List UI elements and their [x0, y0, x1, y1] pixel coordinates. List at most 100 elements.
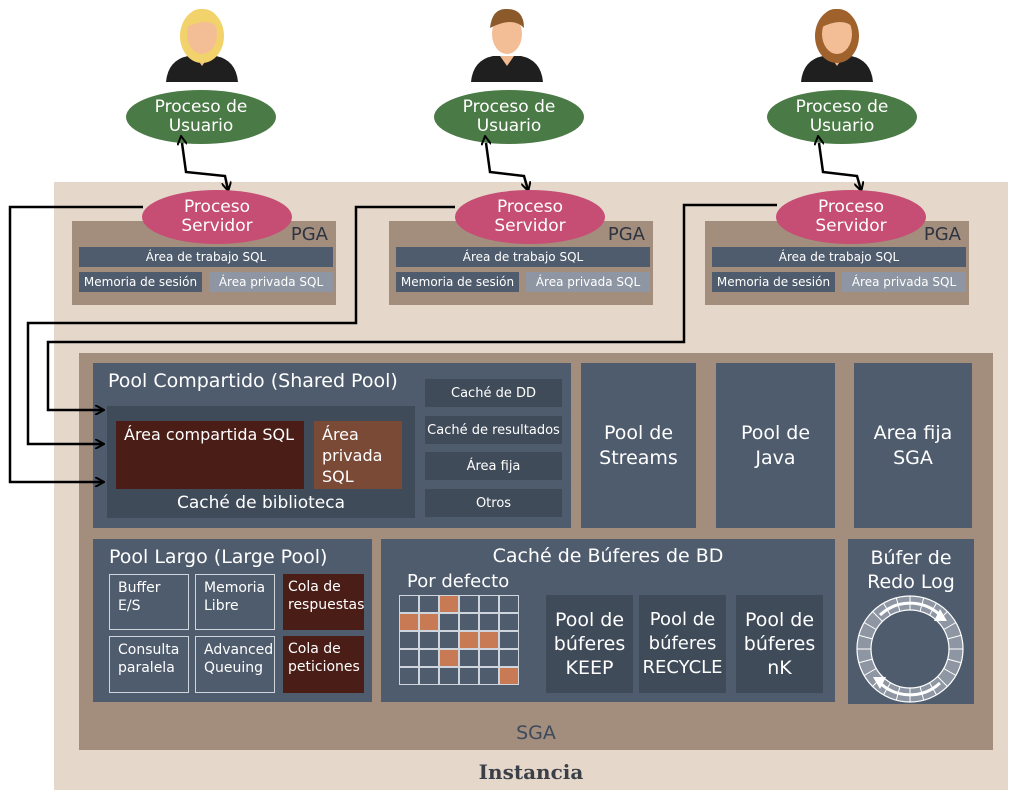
other-items: Otros [425, 489, 562, 517]
redo-log-segment [937, 676, 948, 687]
keep-buffer-pool: Pool de búferes KEEP [546, 595, 633, 693]
buffer-cell [419, 667, 439, 685]
redo-log-segment [947, 658, 962, 664]
redo-log-segment [858, 634, 873, 640]
db-buffer-cache: Caché de Búferes de BD Por defecto Pool … [381, 539, 835, 702]
buffer-cell [499, 649, 519, 667]
response-queue: Cola de respuestas [283, 574, 364, 630]
nk-buffer-pool: Pool de búferes nK [736, 595, 823, 693]
buffer-cell [439, 667, 459, 685]
fixed-area: Área fija [425, 452, 562, 480]
user-hair-top [490, 8, 524, 28]
redo-log-segment [858, 658, 873, 664]
buffer-cell [459, 595, 479, 613]
buffer-cell [419, 613, 439, 631]
avatar [165, 8, 240, 83]
pga-label: PGA [290, 224, 328, 245]
redo-log-title: Búfer de Redo Log [867, 547, 955, 593]
user-process-2: Proceso de Usuario [434, 90, 584, 144]
buffer-cell [499, 613, 519, 631]
buffer-cell [459, 631, 479, 649]
session-memory: Memoria de sesión [79, 272, 202, 292]
server-process-2: Proceso Servidor [455, 190, 605, 244]
buffer-cell [499, 595, 519, 613]
sql-work-area: Área de trabajo SQL [79, 247, 333, 267]
user-face [187, 14, 217, 54]
buffer-cell [419, 631, 439, 649]
redo-log-segment [947, 634, 962, 640]
sql-work-area: Área de trabajo SQL [712, 247, 966, 267]
buffer-cell [399, 649, 419, 667]
user-face [822, 14, 852, 54]
streams-pool: Pool de Streams [581, 363, 696, 528]
buffer-cell [439, 631, 459, 649]
server-process-1: Proceso Servidor [142, 190, 292, 244]
redo-log-segment [863, 622, 877, 630]
buffer-cell [459, 649, 479, 667]
large-pool: Pool Largo (Large Pool) Buffer E/S Memor… [93, 539, 372, 702]
buffer-cell [399, 595, 419, 613]
redo-log-segment [943, 668, 957, 676]
buffer-cell [479, 595, 499, 613]
avatar [800, 8, 875, 83]
fixed-sga: Area fija SGA [854, 363, 972, 528]
user-avatars [0, 0, 1016, 90]
dd-cache: Caché de DD [425, 379, 562, 407]
shared-pool-title: Pool Compartido (Shared Pool) [108, 370, 398, 392]
java-pool: Pool de Java [716, 363, 835, 528]
default-pool-label: Por defecto [407, 571, 510, 592]
buffer-cell [399, 667, 419, 685]
buffer-cell [459, 613, 479, 631]
buffer-cell [399, 631, 419, 649]
user-hair-top [185, 8, 219, 28]
redo-log-segment [863, 668, 877, 676]
private-sql-area-shared: Área privada SQL [314, 421, 402, 489]
server-process-3: Proceso Servidor [776, 190, 926, 244]
library-cache-label: Caché de biblioteca [177, 493, 345, 513]
user-face [492, 14, 522, 54]
buffer-cache-title: Caché de Búferes de BD [492, 545, 724, 567]
library-cache: Área compartida SQL Área privada SQL Cac… [107, 406, 415, 518]
result-cache: Caché de resultados [425, 416, 562, 444]
pga-label: PGA [607, 224, 645, 245]
buffer-cell [479, 613, 499, 631]
redo-log-segment [872, 611, 883, 622]
shared-sql-area: Área compartida SQL [116, 421, 304, 489]
pga-label: PGA [923, 224, 961, 245]
sql-work-area: Área de trabajo SQL [396, 247, 650, 267]
default-buffer-grid [399, 595, 520, 687]
buffer-cell [439, 649, 459, 667]
buffer-cell [479, 649, 499, 667]
session-memory: Memoria de sesión [712, 272, 835, 292]
buffer-cell [479, 667, 499, 685]
user-figures [166, 8, 873, 82]
buffer-cell [439, 595, 459, 613]
buffer-cell [439, 613, 459, 631]
avatar [470, 8, 545, 83]
buffer-cell [419, 649, 439, 667]
advanced-queuing: Advanced Queuing [195, 636, 275, 693]
buffer-cell [499, 631, 519, 649]
buffer-cell [459, 667, 479, 685]
redo-log-segment [943, 622, 957, 630]
shared-pool: Pool Compartido (Shared Pool) Área compa… [93, 363, 571, 528]
parallel-query: Consulta paralela [109, 636, 189, 693]
user-neck [500, 56, 514, 66]
buffer-cell [499, 667, 519, 685]
buffer-cell [399, 613, 419, 631]
private-sql-area: Área privada SQL [526, 272, 650, 292]
recycle-buffer-pool: Pool de búferes RECYCLE [639, 595, 726, 693]
private-sql-area: Área privada SQL [842, 272, 966, 292]
session-memory: Memoria de sesión [396, 272, 519, 292]
buffer-cell [419, 595, 439, 613]
user-process-1: Proceso de Usuario [126, 90, 276, 144]
free-memory: Memoria Libre [195, 574, 275, 630]
private-sql-area: Área privada SQL [209, 272, 333, 292]
large-pool-title: Pool Largo (Large Pool) [109, 546, 328, 568]
circular-buffer-icon [856, 595, 964, 703]
io-buffer: Buffer E/S [109, 574, 189, 630]
redo-log-buffer: Búfer de Redo Log [848, 539, 974, 704]
buffer-cell [479, 631, 499, 649]
instance-label: Instancia [478, 760, 584, 784]
user-hair-top [820, 8, 854, 28]
